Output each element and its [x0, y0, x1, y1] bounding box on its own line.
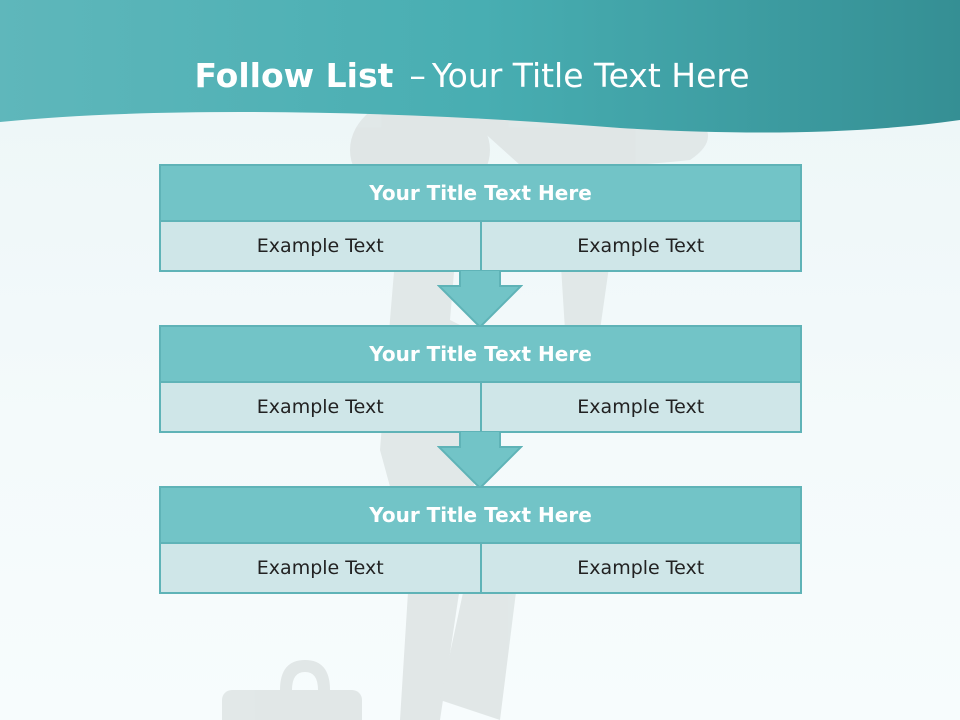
title-dash: – — [409, 56, 426, 95]
list-block-3: Your Title Text Here Example Text Exampl… — [159, 486, 802, 594]
block-cell-left: Example Text — [159, 222, 482, 272]
block-cell-right: Example Text — [479, 383, 802, 433]
header-wave-banner — [0, 0, 960, 133]
block-title: Your Title Text Here — [159, 325, 802, 383]
block-row: Example Text Example Text — [159, 222, 802, 272]
down-arrow-icon — [437, 431, 523, 489]
block-title: Your Title Text Here — [159, 486, 802, 544]
title-rest-text: Your Title Text Here — [431, 56, 750, 95]
block-cell-left: Example Text — [159, 544, 482, 594]
block-row: Example Text Example Text — [159, 544, 802, 594]
block-row: Example Text Example Text — [159, 383, 802, 433]
block-cell-right: Example Text — [479, 222, 802, 272]
block-cell-right: Example Text — [479, 544, 802, 594]
slide-title: Follow List–Your Title Text Here — [0, 54, 944, 98]
block-cell-left: Example Text — [159, 383, 482, 433]
list-block-1: Your Title Text Here Example Text Exampl… — [159, 164, 802, 272]
block-title: Your Title Text Here — [159, 164, 802, 222]
down-arrow-icon — [437, 270, 523, 328]
list-block-2: Your Title Text Here Example Text Exampl… — [159, 325, 802, 433]
title-bold-text: Follow List — [194, 56, 394, 95]
